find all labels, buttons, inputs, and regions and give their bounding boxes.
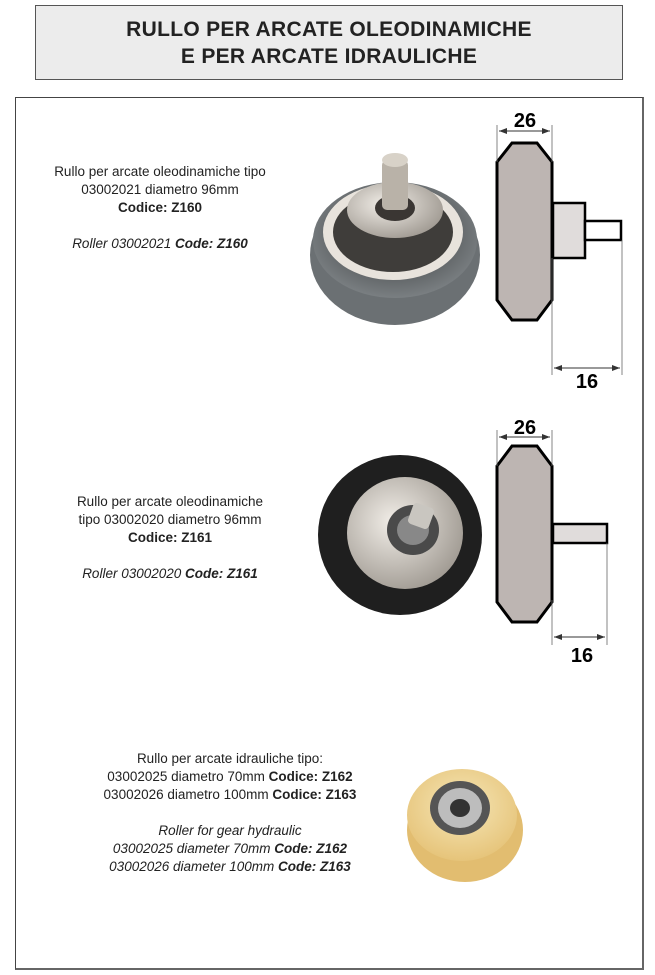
product-code: Codice: Z160 xyxy=(117,200,203,215)
desc-en: 03002026 diameter 100mm xyxy=(109,859,279,874)
product-z161-description: Rullo per arcate oleodinamiche tipo 0300… xyxy=(30,493,310,583)
product-code-en: Code: Z162 xyxy=(274,841,348,856)
page-title: RULLO PER ARCATE OLEODINAMICHE E PER ARC… xyxy=(35,5,623,80)
roller-z161-photo xyxy=(318,455,482,615)
product-code-en: Code: Z163 xyxy=(278,859,351,874)
desc-en: Roller 03002020 xyxy=(82,566,186,581)
product-code: Codice: Z162 xyxy=(268,769,353,784)
desc-line: tipo 03002020 diametro 96mm xyxy=(78,512,262,527)
desc-line: Rullo per arcate idrauliche tipo: xyxy=(136,751,324,766)
desc-en: 03002025 diameter 70mm xyxy=(112,841,275,856)
title-line-1: RULLO PER ARCATE OLEODINAMICHE xyxy=(126,18,532,41)
product-code: Codice: Z161 xyxy=(127,530,213,545)
roller-z162-photo xyxy=(407,769,523,882)
product-code-en: Code: Z160 xyxy=(175,236,248,251)
dimension-shaft-label: 16 xyxy=(576,371,598,393)
title-line-2: E PER ARCATE IDRAULICHE xyxy=(180,45,478,68)
product-z160-description: Rullo per arcate oleodinamiche tipo 0300… xyxy=(20,163,300,253)
product-code: Codice: Z163 xyxy=(272,787,357,802)
roller-z161-diagram xyxy=(495,430,609,645)
desc-line: 03002026 diametro 100mm xyxy=(103,787,273,802)
roller-z160-diagram xyxy=(495,125,623,375)
desc-en: Roller 03002021 xyxy=(72,236,176,251)
product-code-en: Code: Z161 xyxy=(185,566,258,581)
desc-line: Rullo per arcate oleodinamiche tipo xyxy=(54,164,266,179)
desc-line: 03002025 diametro 70mm xyxy=(107,769,269,784)
content-frame xyxy=(15,97,644,970)
desc-line: Rullo per arcate oleodinamiche xyxy=(76,494,264,509)
product-z162-z163-description: Rullo per arcate idrauliche tipo: 030020… xyxy=(65,750,395,876)
roller-z160-photo xyxy=(310,153,480,325)
dimension-width-label: 26 xyxy=(514,110,536,132)
desc-line: 03002021 diametro 96mm xyxy=(81,182,239,197)
dimension-width-label: 26 xyxy=(514,417,536,439)
dimension-shaft-label: 16 xyxy=(571,645,593,667)
desc-en: Roller for gear hydraulic xyxy=(158,823,302,838)
